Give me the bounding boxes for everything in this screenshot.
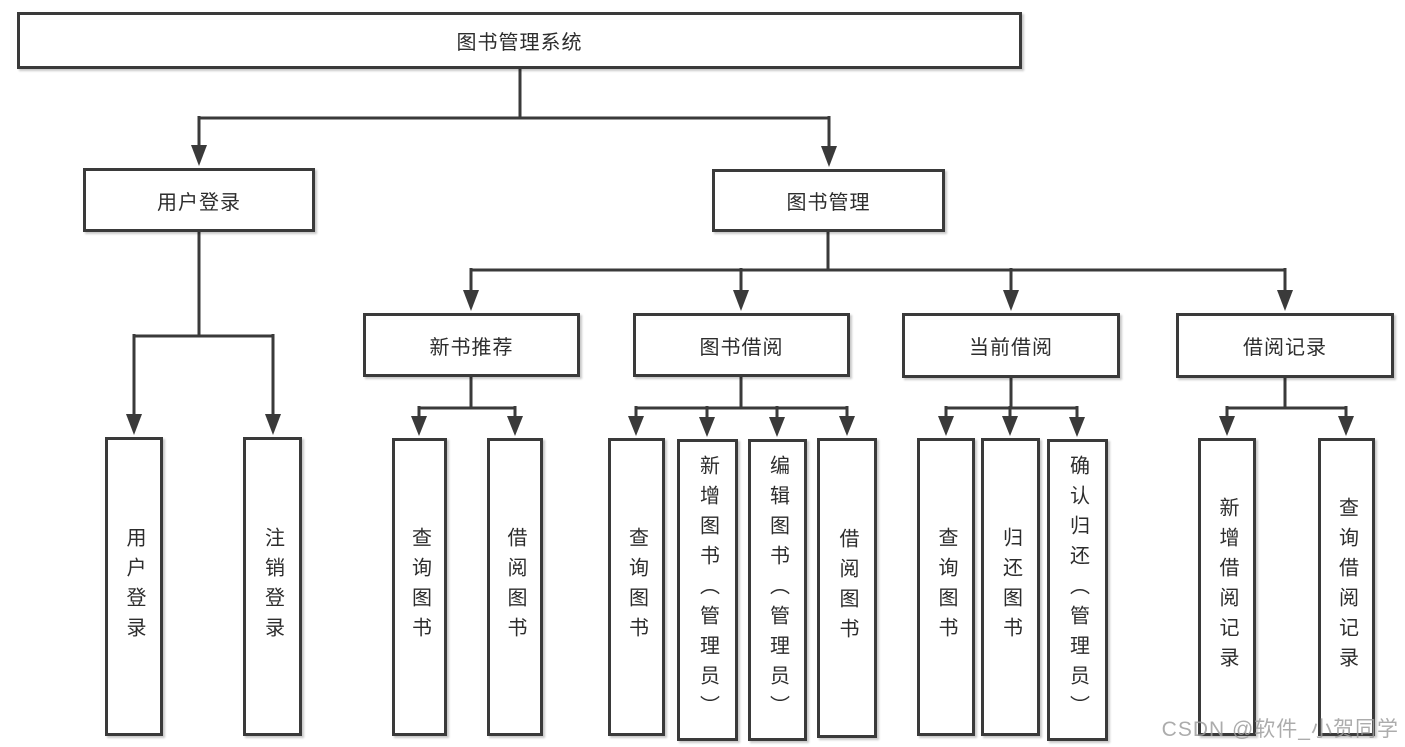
node-records-add-record-label: 新增借阅记录 bbox=[1216, 497, 1238, 677]
node-borrow-records: 借阅记录 bbox=[1176, 313, 1394, 378]
node-logout-label: 注销登录 bbox=[261, 526, 284, 647]
node-login-label: 用户登录 bbox=[123, 526, 145, 647]
node-book-borrow: 图书借阅 bbox=[633, 313, 850, 377]
node-root-system-label: 图书管理系统 bbox=[456, 32, 583, 54]
node-borrow-query-books: 查询图书 bbox=[608, 438, 665, 736]
node-borrow-add-books-admin: 新增图书（管理员） bbox=[677, 439, 738, 741]
node-book-management: 图书管理 bbox=[712, 169, 945, 232]
node-login: 用户登录 bbox=[105, 437, 163, 736]
connector-user-login-branch bbox=[126, 232, 281, 435]
connector-book-borrow-branch bbox=[628, 377, 855, 437]
node-user-login-label: 用户登录 bbox=[157, 191, 241, 214]
node-borrow-query-books-label: 查询图书 bbox=[625, 527, 648, 647]
connector-book-management-branch bbox=[463, 232, 1293, 311]
node-logout: 注销登录 bbox=[243, 437, 302, 736]
csdn-watermark: CSDN @软件_小贺同学 bbox=[1161, 718, 1399, 741]
connector-new-book-recommend-branch bbox=[411, 377, 523, 436]
node-recommend-query-books-label: 查询图书 bbox=[408, 527, 431, 647]
node-borrow-borrow-books-label: 借阅图书 bbox=[836, 528, 858, 648]
connector-borrow-records-branch bbox=[1219, 378, 1354, 436]
node-current-query-books: 查询图书 bbox=[917, 438, 975, 736]
node-recommend-query-books: 查询图书 bbox=[392, 438, 447, 736]
node-records-add-record: 新增借阅记录 bbox=[1198, 438, 1256, 736]
node-current-return-books: 归还图书 bbox=[981, 438, 1040, 736]
node-borrow-add-books-admin-label: 新增图书（管理员） bbox=[696, 455, 719, 725]
node-borrow-records-label: 借阅记录 bbox=[1243, 337, 1327, 359]
node-user-login: 用户登录 bbox=[83, 168, 315, 232]
node-borrow-edit-books-admin-label: 编辑图书（管理员） bbox=[766, 455, 789, 725]
node-borrow-edit-books-admin: 编辑图书（管理员） bbox=[748, 439, 807, 741]
connector-root-to-level2 bbox=[191, 69, 837, 167]
connector-current-borrow-branch bbox=[938, 378, 1085, 437]
node-root-system: 图书管理系统 bbox=[17, 12, 1022, 69]
node-current-borrow-label: 当前借阅 bbox=[969, 337, 1053, 359]
node-recommend-borrow-books: 借阅图书 bbox=[487, 438, 543, 736]
node-current-confirm-return-admin-label: 确认归还（管理员） bbox=[1066, 455, 1089, 725]
node-book-borrow-label: 图书借阅 bbox=[699, 336, 784, 359]
node-new-book-recommend-label: 新书推荐 bbox=[429, 336, 514, 359]
node-recommend-borrow-books-label: 借阅图书 bbox=[504, 527, 526, 647]
node-records-query-record: 查询借阅记录 bbox=[1318, 438, 1375, 736]
node-book-management-label: 图书管理 bbox=[786, 192, 871, 214]
node-records-query-record-label: 查询借阅记录 bbox=[1335, 497, 1358, 677]
node-current-query-books-label: 查询图书 bbox=[935, 527, 957, 647]
node-current-borrow: 当前借阅 bbox=[902, 313, 1120, 378]
node-new-book-recommend: 新书推荐 bbox=[363, 313, 580, 377]
node-current-return-books-label: 归还图书 bbox=[999, 527, 1022, 647]
node-borrow-borrow-books: 借阅图书 bbox=[817, 438, 877, 738]
node-current-confirm-return-admin: 确认归还（管理员） bbox=[1047, 439, 1108, 741]
